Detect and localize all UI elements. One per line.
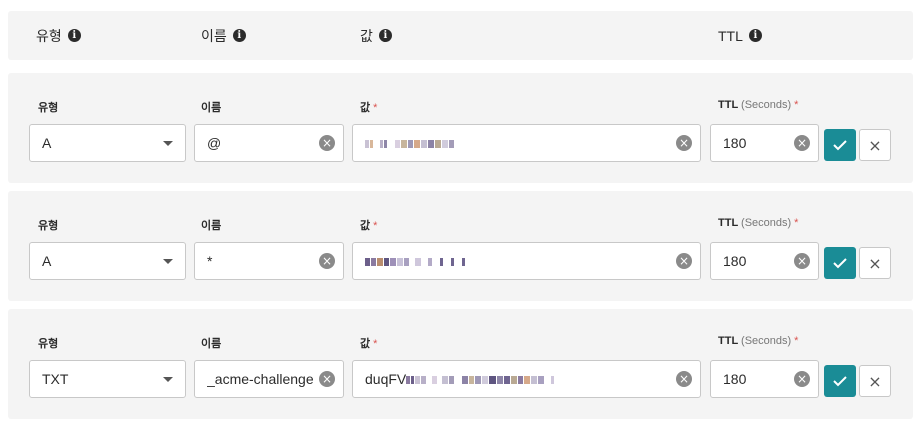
ttl-unit: (Seconds) [741, 335, 792, 347]
cancel-button[interactable]: × [859, 365, 891, 397]
name-label: 이름 [201, 220, 222, 232]
redacted-value [406, 374, 555, 386]
confirm-button[interactable] [824, 247, 856, 279]
name-input-value: @ [207, 135, 222, 151]
close-icon: × [868, 371, 882, 391]
ttl-label-text: TTL [718, 217, 738, 229]
record-row: 유형 이름 값* TTL (Seconds)* A * × × 180 × × [8, 191, 913, 301]
header-value: 값 i [360, 11, 392, 60]
name-label: 이름 [201, 338, 222, 350]
ttl-label: TTL (Seconds)* [718, 335, 798, 347]
type-label: 유형 [38, 338, 59, 350]
close-icon: × [868, 135, 882, 155]
header-name: 이름 i [201, 11, 246, 60]
name-input[interactable]: @ × [194, 124, 344, 162]
value-label: 값* [360, 335, 377, 351]
info-icon[interactable]: i [232, 29, 246, 42]
confirm-button[interactable] [824, 129, 856, 161]
name-input-value: _acme-challenge [207, 371, 314, 387]
required-marker: * [373, 102, 378, 114]
info-icon[interactable]: i [378, 29, 392, 42]
name-input[interactable]: * × [194, 242, 344, 280]
ttl-input-value: 180 [723, 253, 747, 269]
type-select[interactable]: TXT [29, 360, 186, 398]
records-table-header: 유형 i 이름 i 값 i TTL i [8, 11, 913, 60]
ttl-unit: (Seconds) [741, 217, 792, 229]
info-icon[interactable]: i [748, 29, 762, 42]
redacted-value [365, 138, 455, 150]
ttl-unit: (Seconds) [741, 99, 792, 111]
header-name-label: 이름 [201, 27, 227, 44]
value-input-value [365, 253, 700, 269]
type-select-value: A [42, 135, 52, 151]
header-type-label: 유형 [36, 27, 62, 44]
cancel-button[interactable]: × [859, 247, 891, 279]
clear-icon[interactable]: × [794, 253, 810, 269]
required-marker: * [373, 338, 378, 350]
cancel-button[interactable]: × [859, 129, 891, 161]
clear-icon[interactable]: × [676, 371, 692, 387]
ttl-input[interactable]: 180 × [710, 242, 819, 280]
clear-icon[interactable]: × [319, 371, 335, 387]
value-prefix: duqFV [365, 371, 407, 387]
clear-icon[interactable]: × [319, 253, 335, 269]
chevron-down-icon [163, 377, 173, 382]
clear-icon[interactable]: × [319, 135, 335, 151]
chevron-down-icon [163, 259, 173, 264]
value-input[interactable]: × [352, 124, 701, 162]
required-marker: * [794, 99, 799, 111]
name-input-value: * [207, 253, 213, 269]
clear-icon[interactable]: × [676, 135, 692, 151]
clear-icon[interactable]: × [676, 253, 692, 269]
header-value-label: 값 [360, 27, 373, 44]
ttl-label-text: TTL [718, 99, 738, 111]
clear-icon[interactable]: × [794, 371, 810, 387]
type-label: 유형 [38, 220, 59, 232]
required-marker: * [373, 220, 378, 232]
ttl-input[interactable]: 180 × [710, 360, 819, 398]
info-icon[interactable]: i [67, 29, 81, 42]
value-label: 값* [360, 99, 377, 115]
header-ttl: TTL i [718, 11, 762, 60]
value-input[interactable]: duqFV × [352, 360, 701, 398]
check-icon [833, 258, 847, 269]
ttl-label-text: TTL [718, 335, 738, 347]
value-label-text: 값 [360, 102, 371, 114]
value-label-text: 값 [360, 220, 371, 232]
clear-icon[interactable]: × [794, 135, 810, 151]
ttl-input-value: 180 [723, 371, 747, 387]
type-select[interactable]: A [29, 242, 186, 280]
check-icon [833, 140, 847, 151]
required-marker: * [794, 217, 799, 229]
value-label-text: 값 [360, 338, 371, 350]
header-ttl-label: TTL [718, 27, 743, 44]
ttl-input[interactable]: 180 × [710, 124, 819, 162]
close-icon: × [868, 253, 882, 273]
ttl-input-value: 180 [723, 135, 747, 151]
value-input-value: duqFV [365, 371, 700, 387]
record-row: 유형 이름 값* TTL (Seconds)* A @ × × 180 × × [8, 73, 913, 183]
chevron-down-icon [163, 141, 173, 146]
type-label: 유형 [38, 102, 59, 114]
value-input[interactable]: × [352, 242, 701, 280]
value-label: 값* [360, 217, 377, 233]
record-row: 유형 이름 값* TTL (Seconds)* TXT _acme-challe… [8, 309, 913, 419]
ttl-label: TTL (Seconds)* [718, 217, 798, 229]
redacted-value [365, 256, 466, 268]
ttl-label: TTL (Seconds)* [718, 99, 798, 111]
check-icon [833, 376, 847, 387]
value-input-value [365, 135, 700, 151]
type-select-value: TXT [42, 371, 69, 387]
header-type: 유형 i [36, 11, 81, 60]
name-label: 이름 [201, 102, 222, 114]
name-input[interactable]: _acme-challenge × [194, 360, 344, 398]
confirm-button[interactable] [824, 365, 856, 397]
required-marker: * [794, 335, 799, 347]
type-select[interactable]: A [29, 124, 186, 162]
type-select-value: A [42, 253, 52, 269]
